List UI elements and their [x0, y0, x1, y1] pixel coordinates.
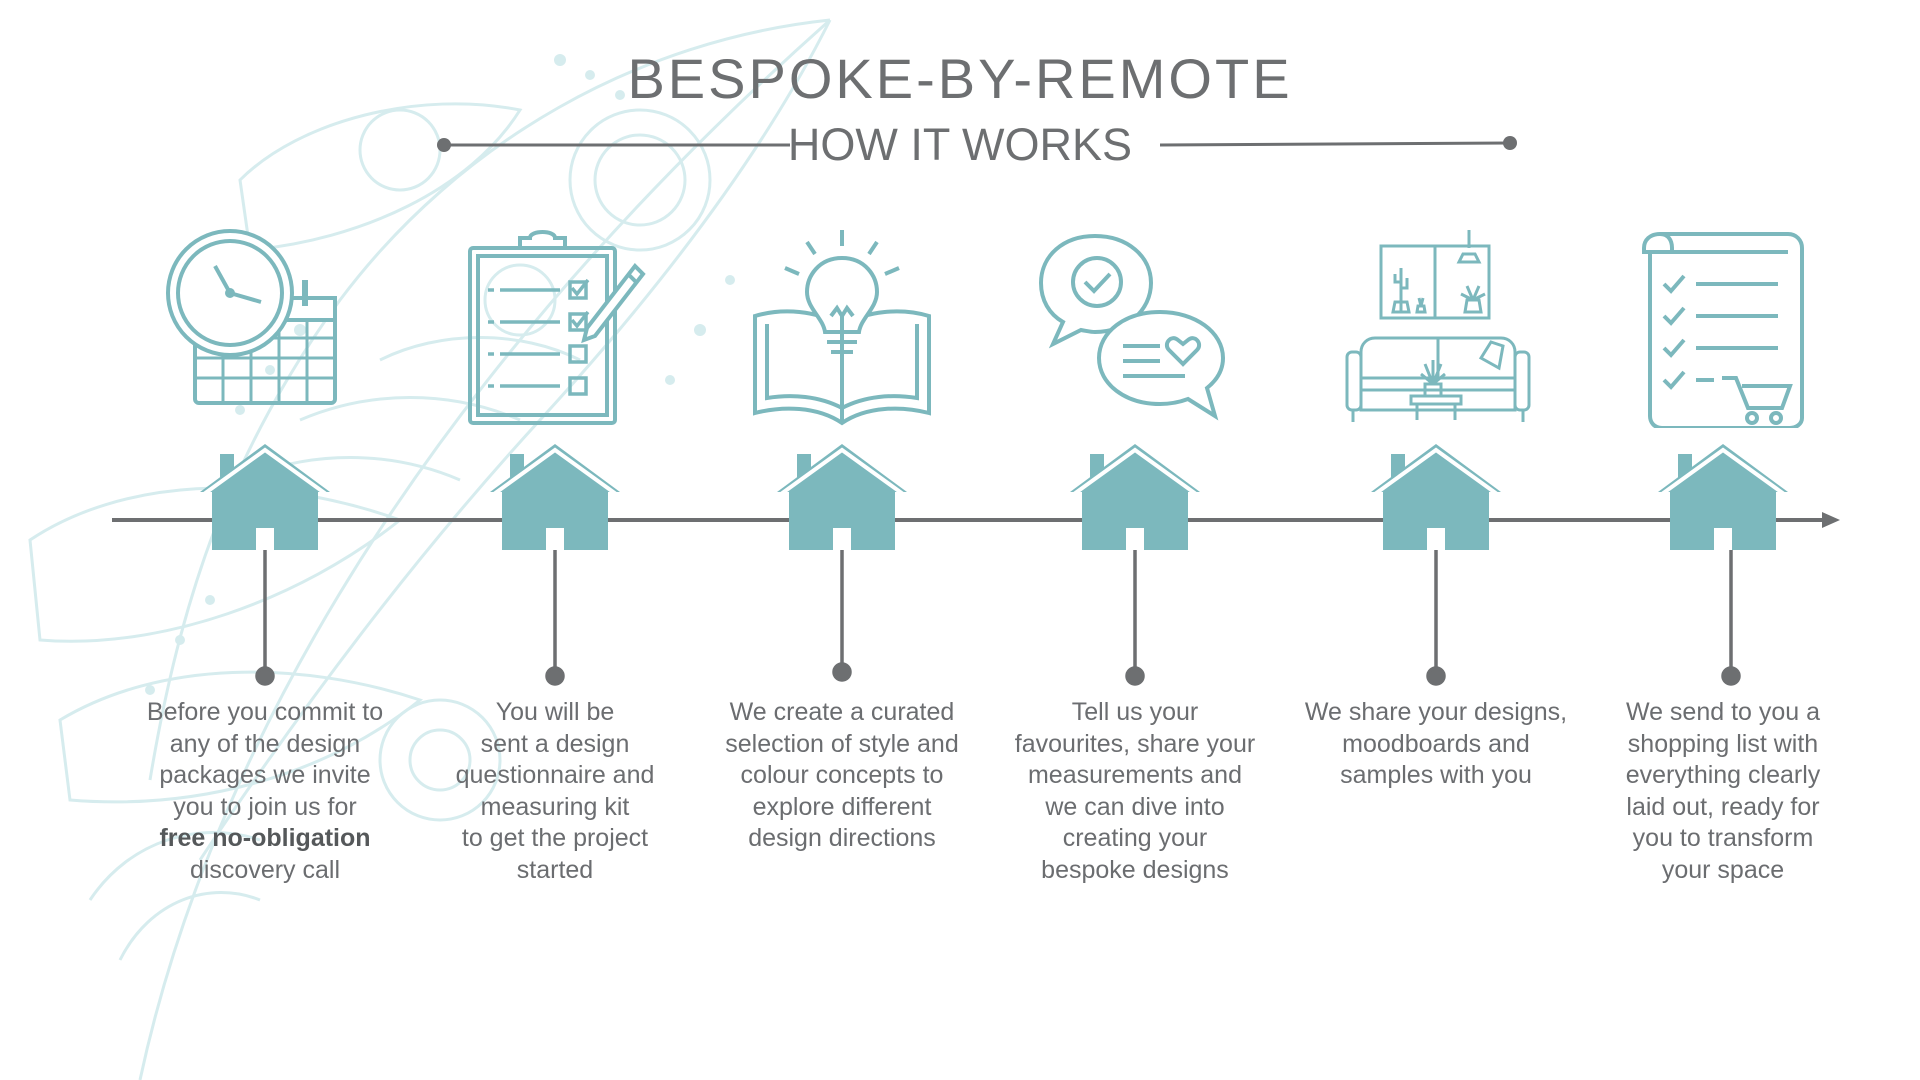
step-3: We create a curated selection of style a… [697, 0, 987, 1080]
step-description: Before you commit to any of the design p… [120, 697, 410, 886]
step-line: questionnaire and [455, 761, 655, 789]
step-line: favourites, share your [1014, 729, 1256, 758]
step-line: we can dive into [1045, 792, 1225, 821]
step-line: started [516, 855, 594, 884]
house-icon [1658, 444, 1788, 550]
step-1: Before you commit to any of the design p… [120, 0, 410, 1080]
step-description: We send to you a shopping list with ever… [1578, 697, 1868, 886]
house-icon [200, 444, 330, 550]
step-line: Before you commit to [146, 698, 384, 726]
step-line: everything clearly [1625, 761, 1821, 789]
step-line: selection of style and [725, 729, 959, 758]
step-line: design directions [748, 824, 936, 852]
clipboard-checklist-icon [468, 230, 646, 425]
step-line: Tell us your [1071, 698, 1199, 726]
step-description: Tell us your favourites, share your meas… [990, 697, 1280, 886]
step-line: measurements and [1027, 761, 1242, 789]
feather-background [28, 18, 832, 1080]
step-line: samples with you [1340, 761, 1532, 789]
step-description: We share your designs, moodboards and sa… [1291, 697, 1581, 792]
step-description: You will be sent a design questionnaire … [410, 697, 700, 886]
step-line: explore different [752, 792, 932, 821]
house-icon [490, 444, 620, 550]
living-room-icon [1345, 230, 1531, 422]
step-line: any of the design [169, 729, 361, 758]
step-line: moodboards and [1342, 729, 1530, 758]
house-icon [1070, 444, 1200, 550]
step-4: Tell us your favourites, share your meas… [990, 0, 1280, 1080]
shopping-list-icon [1642, 232, 1804, 428]
step-line: shopping list with [1627, 729, 1819, 758]
step-connectors [255, 550, 1741, 686]
step-line: measuring kit [480, 792, 630, 821]
page-title: BESPOKE-BY-REMOTE [627, 47, 1293, 110]
step-line: We share your designs, [1304, 698, 1568, 726]
subtitle-rule [437, 136, 1517, 152]
step-line: bespoke designs [1041, 855, 1229, 884]
step-5: We share your designs, moodboards and sa… [1291, 0, 1581, 1080]
step-line: packages we invite [159, 761, 371, 789]
step-6: We send to you a shopping list with ever… [1578, 0, 1868, 1080]
step-line: You will be [495, 698, 615, 726]
chat-bubbles-icon [1038, 233, 1225, 421]
step-line: your space [1661, 855, 1785, 884]
page-subtitle: HOW IT WORKS [787, 119, 1133, 170]
timeline-arrow [112, 512, 1840, 528]
step-line: We create a curated [729, 698, 955, 726]
lightbulb-book-icon [753, 230, 931, 426]
step-2: You will be sent a design questionnaire … [410, 0, 700, 1080]
step-line: you to transform [1632, 824, 1814, 852]
step-line: you to join us for [173, 792, 357, 821]
step-line: discovery call [189, 855, 341, 884]
step-description: We create a curated selection of style a… [697, 697, 987, 855]
step-line: creating your [1062, 824, 1208, 852]
house-icon [777, 444, 907, 550]
step-line: We send to you a [1625, 698, 1821, 726]
step-emphasis: free no-obligation [159, 824, 371, 852]
step-line: colour concepts to [740, 761, 944, 789]
step-line: laid out, ready for [1626, 792, 1820, 821]
step-line: sent a design [480, 729, 630, 758]
clock-calendar-icon [166, 229, 337, 405]
step-line: to get the project [461, 824, 649, 852]
house-icon [1371, 444, 1501, 550]
